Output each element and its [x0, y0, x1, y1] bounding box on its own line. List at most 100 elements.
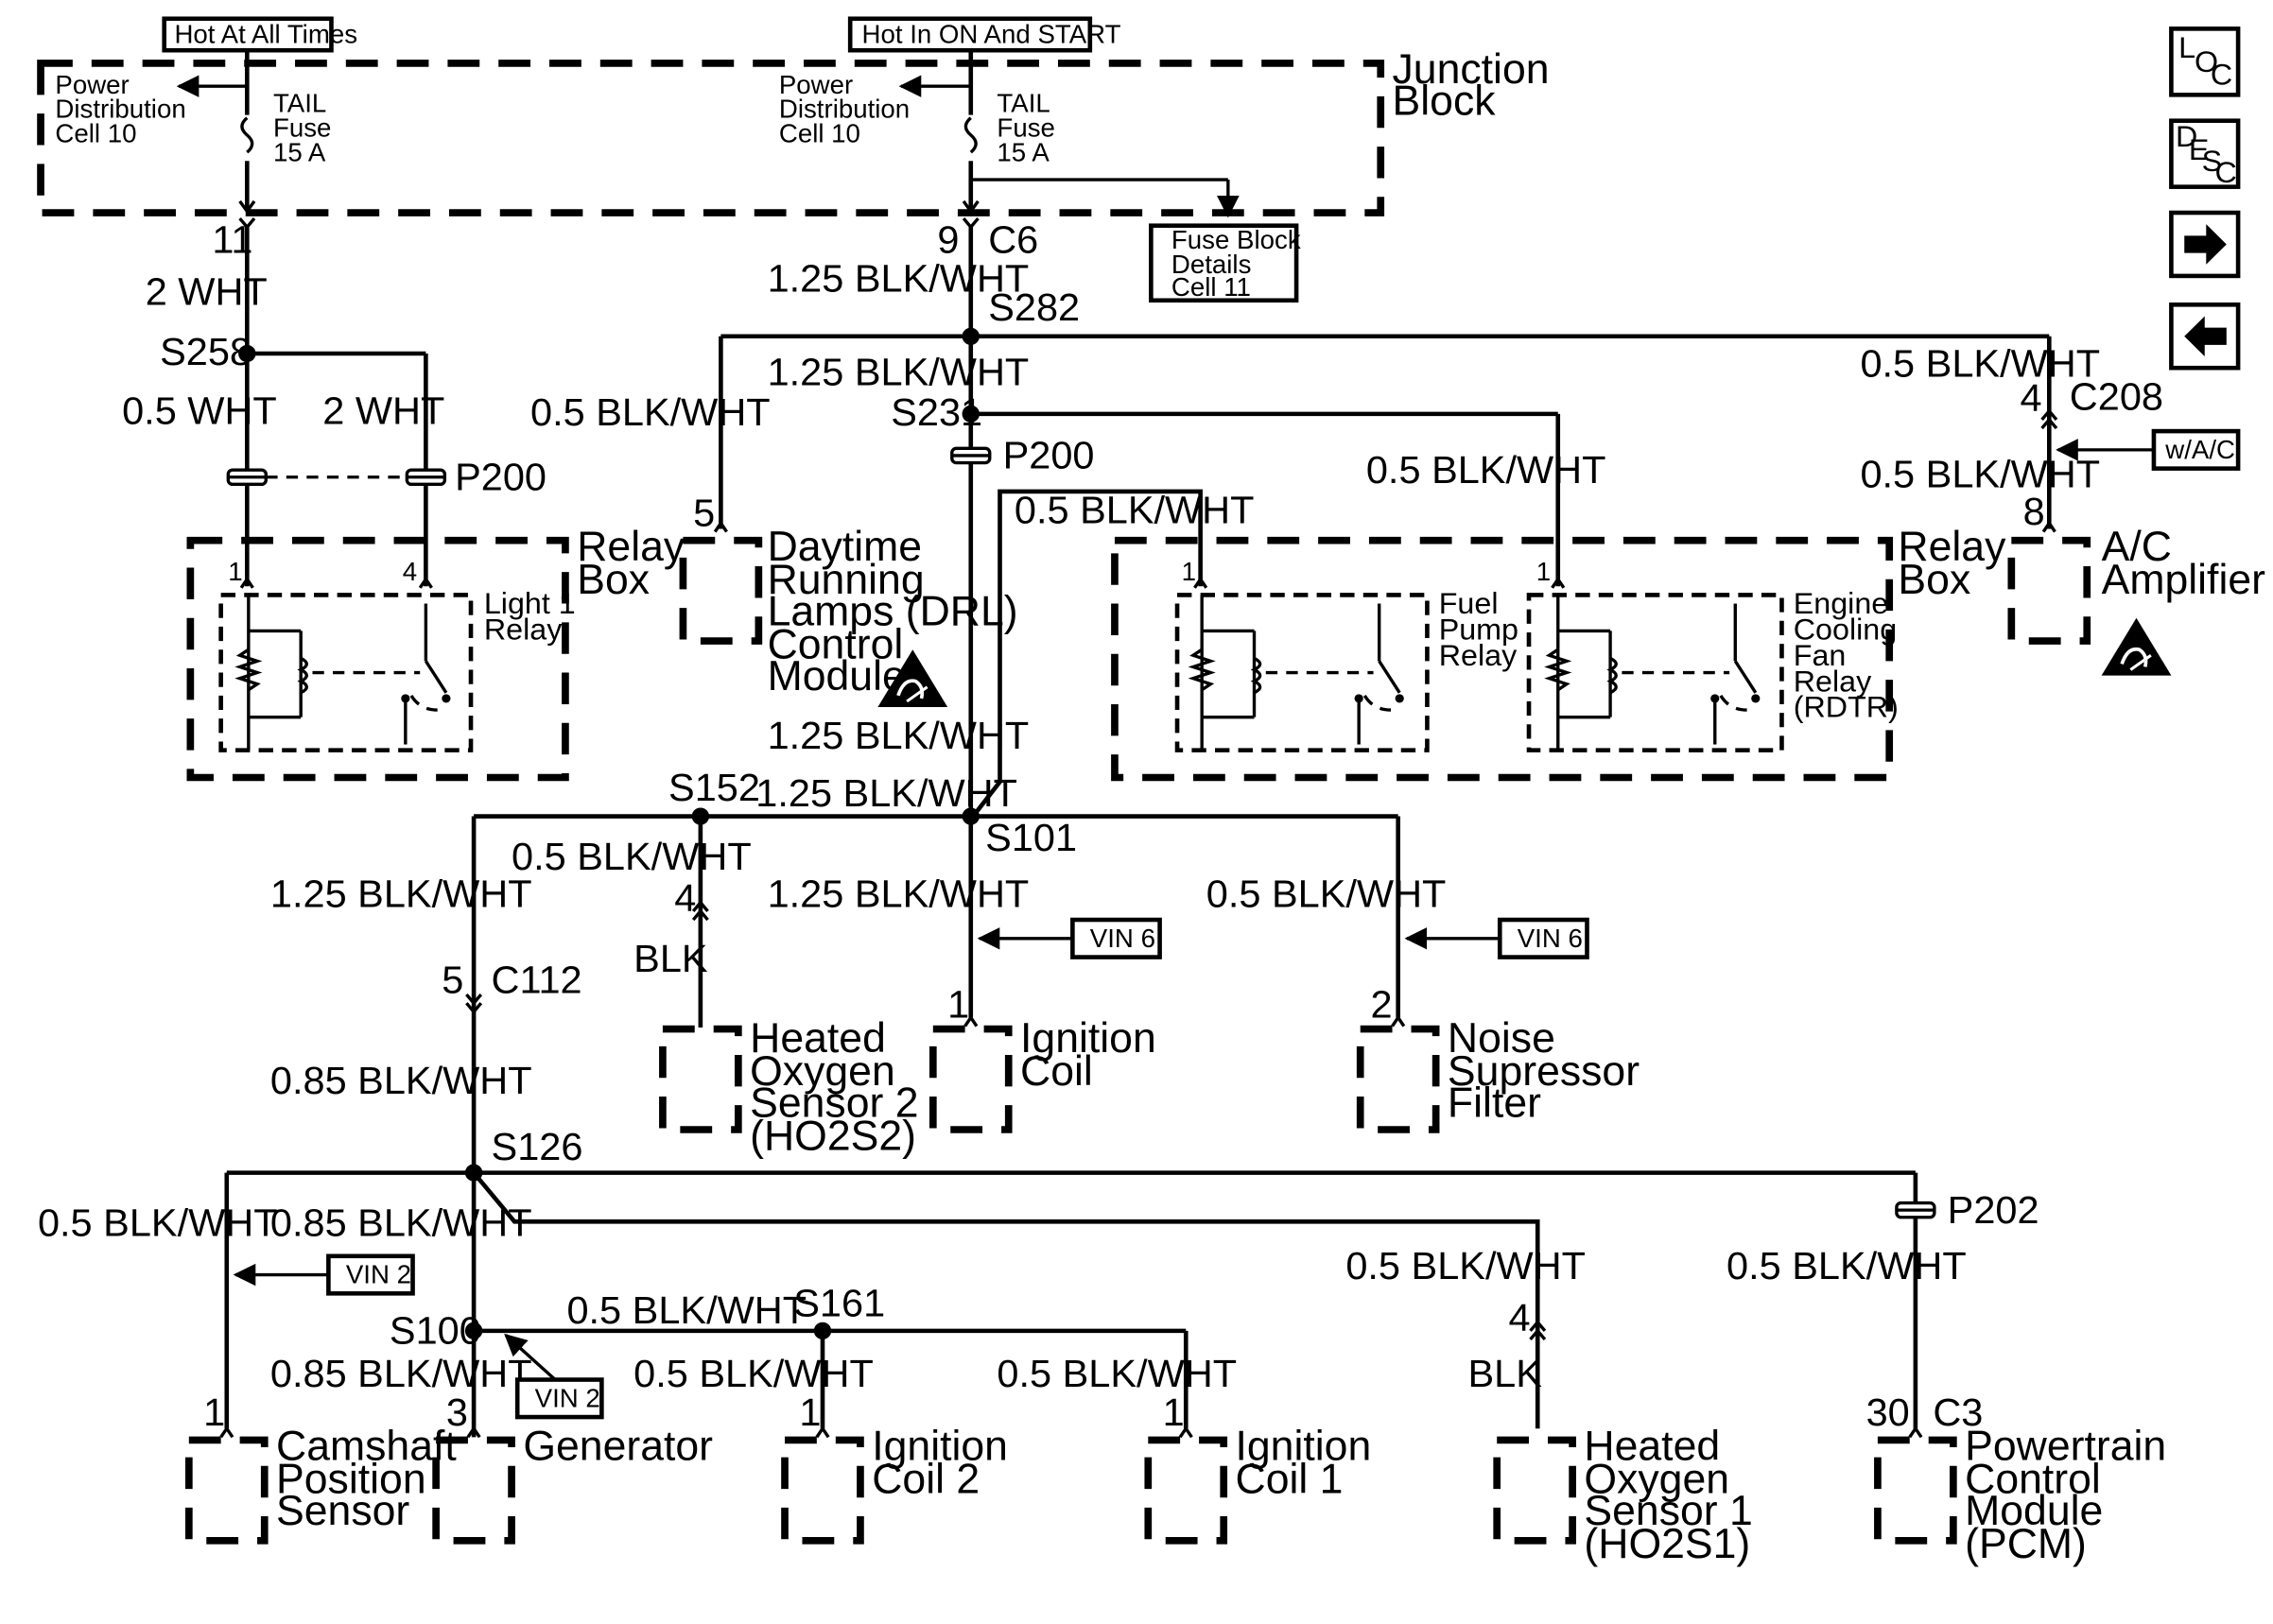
svg-text:1: 1 [1163, 1391, 1185, 1434]
svg-text:1: 1 [799, 1391, 821, 1434]
vin2-tag-gen: VIN 2 [514, 1377, 604, 1420]
svg-text:Module: Module [1965, 1488, 2103, 1534]
svg-text:8: 8 [2023, 490, 2045, 533]
svg-text:2 WHT: 2 WHT [322, 389, 444, 433]
next-page-button[interactable] [2169, 210, 2241, 279]
connector-c112: C112 [492, 959, 582, 1002]
noise-suppressor-label: Noise [1448, 1015, 1555, 1062]
svg-text:Sensor 2: Sensor 2 [750, 1080, 918, 1127]
ho2s1-label: Heated [1584, 1424, 1720, 1470]
svg-text:(PCM): (PCM) [1965, 1521, 2087, 1567]
svg-text:VIN 6: VIN 6 [1518, 924, 1583, 953]
svg-text:0.5 BLK/WHT: 0.5 BLK/WHT [1726, 1244, 1967, 1287]
camshaft-sensor-label: Camshaft [276, 1424, 457, 1470]
svg-text:Cell 11: Cell 11 [1171, 272, 1251, 302]
svg-text:0.85 BLK/WHT: 0.85 BLK/WHT [270, 1352, 532, 1395]
arrow-left-icon [2184, 316, 2227, 357]
hot-in-on-start-label: Hot In ON And START [847, 16, 1121, 53]
svg-text:1.25 BLK/WHT: 1.25 BLK/WHT [768, 714, 1030, 757]
svg-text:4: 4 [1508, 1296, 1530, 1339]
svg-text:0.5 BLK/WHT: 0.5 BLK/WHT [1345, 1244, 1586, 1287]
svg-text:9: 9 [937, 218, 959, 262]
tail-fuse-left: TAIL [273, 89, 326, 118]
svg-text:0.5 BLK/WHT: 0.5 BLK/WHT [1015, 489, 1255, 532]
svg-text:Box: Box [1898, 557, 1970, 603]
vin2-tag-cam: VIN 2 [326, 1253, 415, 1296]
svg-text:Oxygen: Oxygen [750, 1048, 895, 1095]
svg-text:0.85 BLK/WHT: 0.85 BLK/WHT [270, 1059, 532, 1102]
connector-p200-main: P200 [1003, 434, 1095, 477]
vin6-tag-noise: VIN 6 [1497, 917, 1589, 959]
svg-text:0.5 BLK/WHT: 0.5 BLK/WHT [1366, 448, 1606, 492]
svg-text:2 WHT: 2 WHT [146, 270, 268, 314]
ac-amplifier-label: A/C [2102, 524, 2172, 570]
svg-text:1.25 BLK/WHT: 1.25 BLK/WHT [768, 351, 1030, 394]
svg-text:1.25 BLK/WHT: 1.25 BLK/WHT [755, 771, 1017, 815]
svg-text:5: 5 [693, 492, 715, 535]
splice-s231: S231 [891, 390, 982, 434]
svg-text:(RDTR): (RDTR) [1794, 690, 1899, 724]
svg-text:Lamps (DRL): Lamps (DRL) [768, 589, 1018, 635]
esd-warning-icon [2099, 615, 2174, 678]
svg-text:Control: Control [1965, 1457, 2101, 1503]
loc-button[interactable]: L O C [2169, 26, 2241, 97]
svg-text:Filter: Filter [1448, 1080, 1541, 1127]
svg-text:Cell 10: Cell 10 [55, 119, 136, 148]
junction-block-outline [37, 60, 1385, 216]
svg-text:Details: Details [1171, 250, 1252, 279]
svg-text:E: E [2189, 132, 2210, 166]
svg-text:0.5 WHT: 0.5 WHT [122, 389, 277, 433]
drl-module-box [679, 536, 763, 645]
svg-text:0.5 BLK/WHT: 0.5 BLK/WHT [530, 390, 771, 434]
svg-text:4: 4 [2021, 376, 2042, 420]
svg-text:O: O [2195, 44, 2218, 78]
desc-button[interactable]: D E S C [2169, 118, 2241, 189]
camshaft-sensor-box [184, 1436, 269, 1545]
ignition-coil2-label: Ignition [872, 1424, 1008, 1470]
svg-text:1.25 BLK/WHT: 1.25 BLK/WHT [768, 257, 1030, 301]
splice-s152: S152 [668, 766, 760, 809]
svg-text:Fan: Fan [1794, 638, 1847, 672]
ignition-coil-box [928, 1025, 1013, 1133]
svg-text:Hot In ON And START: Hot In ON And START [861, 20, 1120, 49]
svg-text:2: 2 [1370, 983, 1392, 1027]
connector-p202: P202 [1948, 1188, 2039, 1232]
svg-text:0.5 BLK/WHT: 0.5 BLK/WHT [1860, 342, 2100, 386]
power-distribution-left: Power [55, 70, 129, 99]
svg-text:D: D [2176, 119, 2197, 153]
svg-text:(HO2S2): (HO2S2) [750, 1113, 916, 1159]
splice-s161: S161 [793, 1282, 885, 1325]
svg-text:15 A: 15 A [273, 137, 326, 166]
ignition-coil-label: Ignition [1020, 1015, 1156, 1062]
svg-text:L: L [2178, 30, 2195, 64]
svg-text:VIN 2: VIN 2 [535, 1384, 600, 1413]
svg-text:Amplifier: Amplifier [2102, 557, 2266, 603]
pcm-label: Powertrain [1965, 1424, 2166, 1470]
ho2s2-box [659, 1025, 742, 1133]
light1-relay-symbol [237, 593, 453, 752]
svg-text:1.25 BLK/WHT: 1.25 BLK/WHT [270, 872, 532, 916]
svg-text:Relay: Relay [484, 613, 563, 647]
svg-text:5: 5 [442, 959, 463, 1002]
svg-text:BLK: BLK [633, 937, 708, 980]
connector-c6: C6 [988, 218, 1038, 262]
svg-text:Relay: Relay [1439, 638, 1518, 672]
generator-box [432, 1436, 515, 1545]
svg-text:1.25 BLK/WHT: 1.25 BLK/WHT [768, 872, 1030, 916]
ignition-coil2-box [781, 1436, 864, 1545]
ho2s2-label: Heated [750, 1015, 886, 1062]
svg-text:Fuse Block: Fuse Block [1171, 225, 1301, 254]
svg-text:0.5 BLK/WHT: 0.5 BLK/WHT [38, 1201, 278, 1245]
svg-text:0.5 BLK/WHT: 0.5 BLK/WHT [1860, 453, 2100, 496]
prev-page-button[interactable] [2169, 302, 2241, 371]
svg-text:1: 1 [947, 983, 969, 1027]
power-distribution-right: Power [779, 70, 853, 99]
arrow-right-icon [2184, 224, 2227, 265]
fuse-block-details-box[interactable]: Fuse Block Details Cell 11 [1149, 223, 1301, 303]
svg-text:1: 1 [228, 557, 242, 586]
fuel-pump-relay-symbol [1191, 593, 1406, 752]
svg-text:4: 4 [674, 876, 696, 920]
svg-text:VIN 6: VIN 6 [1090, 924, 1155, 953]
svg-text:Oxygen: Oxygen [1584, 1457, 1729, 1503]
